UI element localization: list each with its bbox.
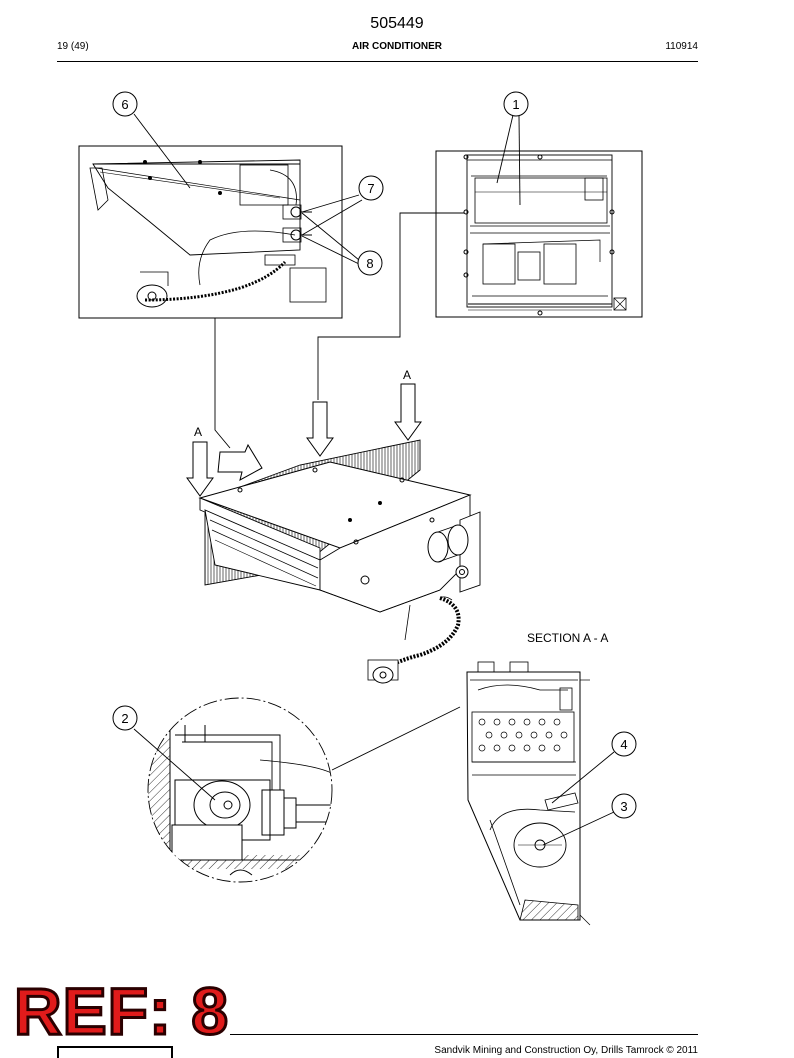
top-right-view	[435, 150, 643, 318]
page-count: 19 (49)	[57, 41, 89, 52]
arrow-label-a-right: A	[403, 368, 411, 382]
detail-view	[147, 697, 461, 883]
footer-logo-box	[57, 1046, 173, 1058]
ref-stamp: REF: 8	[12, 974, 230, 1048]
callout-circles	[112, 91, 637, 819]
document-date: 110914	[665, 41, 698, 52]
section-view	[466, 661, 591, 926]
document-number: 505449	[370, 15, 424, 32]
section-label: SECTION A - A	[527, 631, 608, 645]
arrow-label-a-left: A	[194, 425, 202, 439]
callout-3: 3	[620, 799, 627, 814]
callout-6: 6	[121, 97, 128, 112]
callout-7: 7	[367, 181, 374, 196]
callout-1: 1	[512, 97, 519, 112]
callout-8: 8	[366, 256, 373, 271]
callout-2: 2	[121, 711, 128, 726]
footer-rule	[230, 1034, 698, 1035]
airflow-arrows	[186, 383, 422, 497]
top-left-view	[78, 145, 343, 319]
callout-4: 4	[620, 737, 627, 752]
header-rule	[57, 61, 698, 62]
document-title: AIR CONDITIONER	[352, 41, 442, 52]
isometric-view	[198, 439, 481, 684]
footer-copyright: Sandvik Mining and Construction Oy, Dril…	[434, 1045, 698, 1056]
leader-lines	[133, 113, 615, 846]
